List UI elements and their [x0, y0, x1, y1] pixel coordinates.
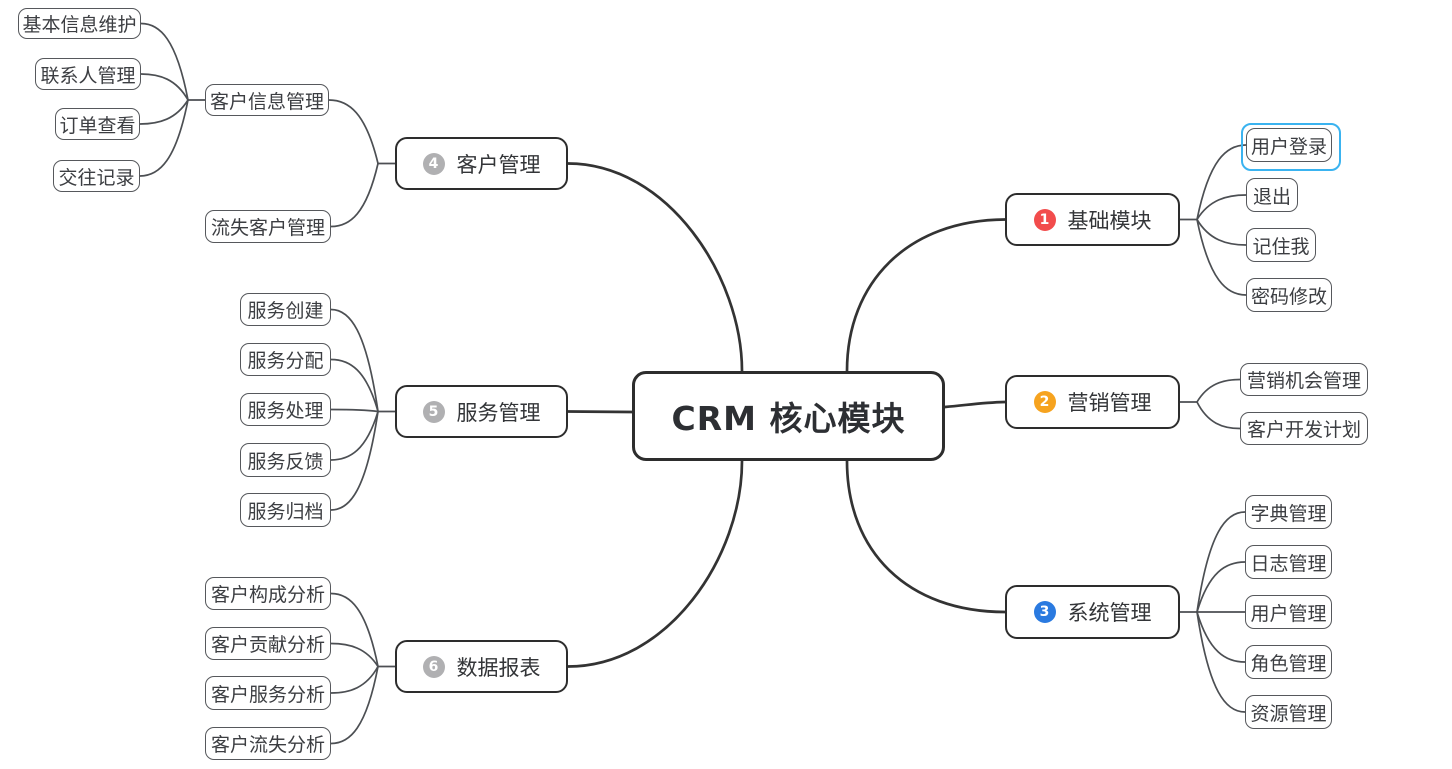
branch-number-badge: 3 [1033, 601, 1056, 623]
leaf-node-customer-info-management[interactable]: 客户信息管理 [205, 84, 329, 116]
branch-label: 服务管理 [456, 400, 541, 425]
connector-path [330, 308, 379, 413]
branch-label: 数据报表 [456, 655, 541, 680]
connector-path [1196, 194, 1247, 221]
leaf-node-customer-composition-analysis[interactable]: 客户构成分析 [205, 577, 331, 610]
leaf-node-service-archive[interactable]: 服务归档 [240, 493, 331, 527]
leaf-node-log-management[interactable]: 日志管理 [1245, 545, 1332, 579]
branch-node-customer-management[interactable]: 4 客户管理 [395, 137, 568, 190]
leaf-node-dict-management[interactable]: 字典管理 [1245, 495, 1332, 529]
leaf-node-customer-churn-analysis[interactable]: 客户流失分析 [205, 727, 331, 760]
connector-path [845, 459, 1007, 614]
branch-number-badge: 4 [422, 152, 445, 175]
connector-path [943, 400, 1007, 409]
branch-label: 营销管理 [1067, 391, 1152, 415]
branch-label: 客户管理 [456, 152, 541, 177]
leaf-node-churn-customer-management[interactable]: 流失客户管理 [205, 210, 331, 243]
branch-number-badge: 5 [422, 400, 445, 423]
connector-path [330, 410, 379, 511]
connector-path [330, 665, 379, 745]
connector-path [330, 410, 379, 461]
connector-path [330, 642, 379, 668]
leaf-node-customer-service-analysis[interactable]: 客户服务分析 [205, 676, 331, 710]
leaf-node-contact-management[interactable]: 联系人管理 [35, 58, 141, 90]
leaf-node-service-assign[interactable]: 服务分配 [240, 343, 331, 376]
connector-path [330, 592, 379, 668]
connector-path [566, 459, 744, 668]
leaf-node-order-view[interactable]: 订单查看 [55, 108, 140, 140]
branch-number-badge: 6 [422, 655, 445, 678]
connector-path [330, 665, 379, 694]
connector-path [566, 162, 744, 373]
leaf-node-service-create[interactable]: 服务创建 [240, 293, 331, 326]
connector-path [566, 410, 634, 414]
connector-path [330, 162, 379, 228]
leaf-node-password-change[interactable]: 密码修改 [1246, 278, 1332, 312]
branch-label: 基础模块 [1067, 208, 1152, 233]
branch-number-badge: 1 [1033, 208, 1056, 231]
leaf-node-role-management[interactable]: 角色管理 [1245, 645, 1332, 679]
branch-node-data-report[interactable]: 6 数据报表 [395, 640, 568, 693]
branch-node-service-management[interactable]: 5 服务管理 [395, 385, 568, 438]
leaf-node-remember-me[interactable]: 记住我 [1246, 228, 1316, 262]
connector-path [1196, 144, 1247, 221]
connector-path [328, 99, 379, 165]
root-node-crm-core[interactable]: CRM 核心模块 [632, 371, 945, 461]
connector-path [1196, 611, 1246, 663]
connector-path [1196, 561, 1246, 613]
connector-path [1196, 218, 1247, 296]
connector-path [140, 73, 189, 101]
leaf-node-user-login[interactable]: 用户登录 [1246, 128, 1332, 162]
leaf-node-customer-dev-plan[interactable]: 客户开发计划 [1240, 412, 1368, 445]
leaf-node-user-management[interactable]: 用户管理 [1245, 595, 1332, 629]
leaf-node-basic-info-maintain[interactable]: 基本信息维护 [18, 8, 141, 39]
leaf-node-resource-management[interactable]: 资源管理 [1245, 695, 1332, 729]
connector-path [330, 358, 379, 413]
connector-path [1196, 401, 1241, 430]
leaf-node-service-process[interactable]: 服务处理 [240, 393, 331, 426]
connector-path [1196, 218, 1247, 246]
leaf-node-marketing-opportunity[interactable]: 营销机会管理 [1240, 363, 1368, 396]
connector-path [140, 22, 189, 101]
connector-path [330, 408, 379, 413]
leaf-node-customer-contribution-analysis[interactable]: 客户贡献分析 [205, 627, 331, 660]
connector-path [845, 218, 1007, 373]
leaf-node-contact-record[interactable]: 交往记录 [53, 160, 140, 192]
connector-path [1196, 378, 1241, 403]
leaf-node-logout[interactable]: 退出 [1246, 178, 1298, 212]
branch-number-badge: 2 [1033, 391, 1056, 413]
branch-label: 系统管理 [1067, 601, 1152, 625]
leaf-node-service-feedback[interactable]: 服务反馈 [240, 443, 331, 477]
branch-node-basic-module[interactable]: 1 基础模块 [1005, 193, 1180, 246]
branch-node-marketing-management[interactable]: 2 营销管理 [1005, 375, 1180, 429]
connector-path [1196, 611, 1246, 713]
connector-path [139, 99, 189, 177]
branch-node-system-management[interactable]: 3 系统管理 [1005, 585, 1180, 639]
connector-path [139, 99, 189, 125]
connector-path [1196, 511, 1246, 613]
